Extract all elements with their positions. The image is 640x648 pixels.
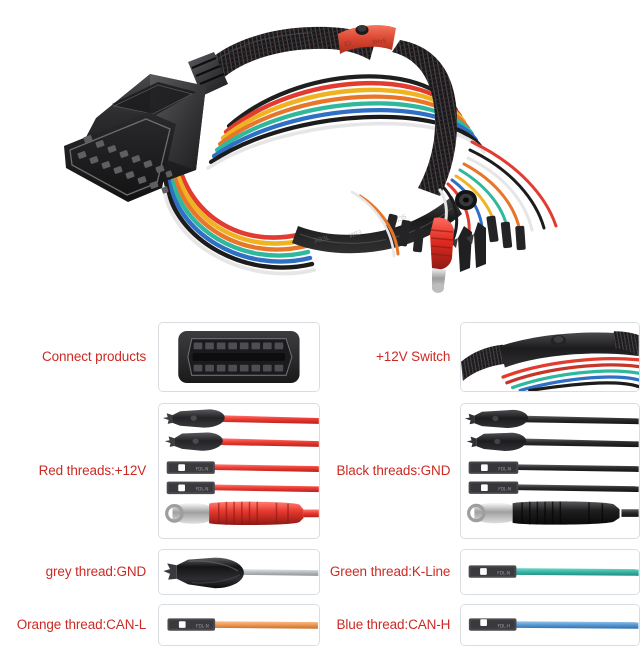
panel-obd2-connector-face (158, 322, 320, 392)
spec-row-connect: Connect products (0, 318, 640, 396)
svg-text:ƎϽ: ƎϽ (343, 41, 351, 48)
label-orange-thread-box: Orange thread:CAN-L (0, 617, 156, 633)
label-red-threads-box: Red threads:+12V (0, 463, 156, 479)
label-green-thread: Green thread:K-Line (329, 564, 451, 580)
label-12v-switch-box: +12V Switch (320, 349, 460, 365)
svg-text:FDL-N: FDL-N (196, 487, 209, 493)
spec-row-can: Orange thread:CAN-L (0, 602, 640, 648)
label-grey-thread-box: grey thread:GND (0, 564, 156, 580)
label-black-threads-box: Black threads:GND (320, 463, 460, 479)
spec-cell-grey-thread: grey thread:GND (0, 546, 320, 598)
svg-text:FDL-N: FDL-N (499, 487, 512, 493)
svg-text:FDL-N: FDL-N (498, 570, 511, 576)
label-blue-thread-box: Blue thread:CAN-H (320, 617, 460, 633)
label-red-threads: Red threads:+12V (38, 463, 147, 479)
spec-cell-orange-thread: Orange thread:CAN-L (0, 602, 320, 648)
label-grey-thread: grey thread:GND (45, 564, 147, 580)
spec-cell-12v-switch: +12V Switch (320, 318, 640, 396)
panel-red-leads-set: FDL-N FDL-N (158, 403, 320, 539)
svg-text:ƎHɔS: ƎHɔS (372, 38, 387, 45)
label-orange-thread: Orange thread:CAN-L (16, 617, 147, 633)
label-black-threads: Black threads:GND (336, 463, 451, 479)
svg-text:FDL-N: FDL-N (196, 467, 209, 473)
panel-inline-switch-photo (460, 322, 640, 392)
panel-blue-dupont-lead: FDL-H (460, 604, 640, 646)
label-green-thread-box: Green thread:K-Line (320, 564, 460, 580)
panel-grey-alligator-clip (158, 549, 320, 595)
svg-text:FDL-N: FDL-N (499, 467, 512, 473)
spec-cell-blue-thread: Blue thread:CAN-H (320, 602, 640, 648)
panel-green-dupont-lead: FDL-N (460, 549, 640, 595)
spec-row-grey-green: grey thread:GND (0, 546, 640, 598)
spec-cell-green-thread: Green thread:K-Line (320, 546, 640, 598)
label-connect-products: Connect products (41, 349, 147, 365)
svg-text:FDL-H: FDL-H (498, 623, 511, 629)
svg-text:ИПЗ: ИПЗ (348, 229, 363, 240)
panel-black-leads-set: FDL-N FDL-N (460, 403, 640, 539)
hero-product-photo: ЭӘЗL ИПЗ ΛƏ⅁ΙϽS (0, 0, 640, 318)
label-12v-switch: +12V Switch (376, 349, 451, 365)
spec-cell-connect-products: Connect products (0, 318, 320, 396)
spec-cell-red-threads: Red threads:+12V (0, 400, 320, 542)
spec-grid: Connect products (0, 318, 640, 646)
spec-cell-black-threads: Black threads:GND (320, 400, 640, 542)
panel-orange-dupont-lead: FDL-N (158, 604, 320, 646)
label-connect-products-box: Connect products (0, 349, 156, 365)
label-blue-thread: Blue thread:CAN-H (336, 617, 451, 633)
svg-text:ЭӘЗL: ЭӘЗL (313, 235, 331, 245)
spec-row-threads: Red threads:+12V (0, 400, 640, 542)
svg-text:FDL-N: FDL-N (196, 623, 209, 629)
